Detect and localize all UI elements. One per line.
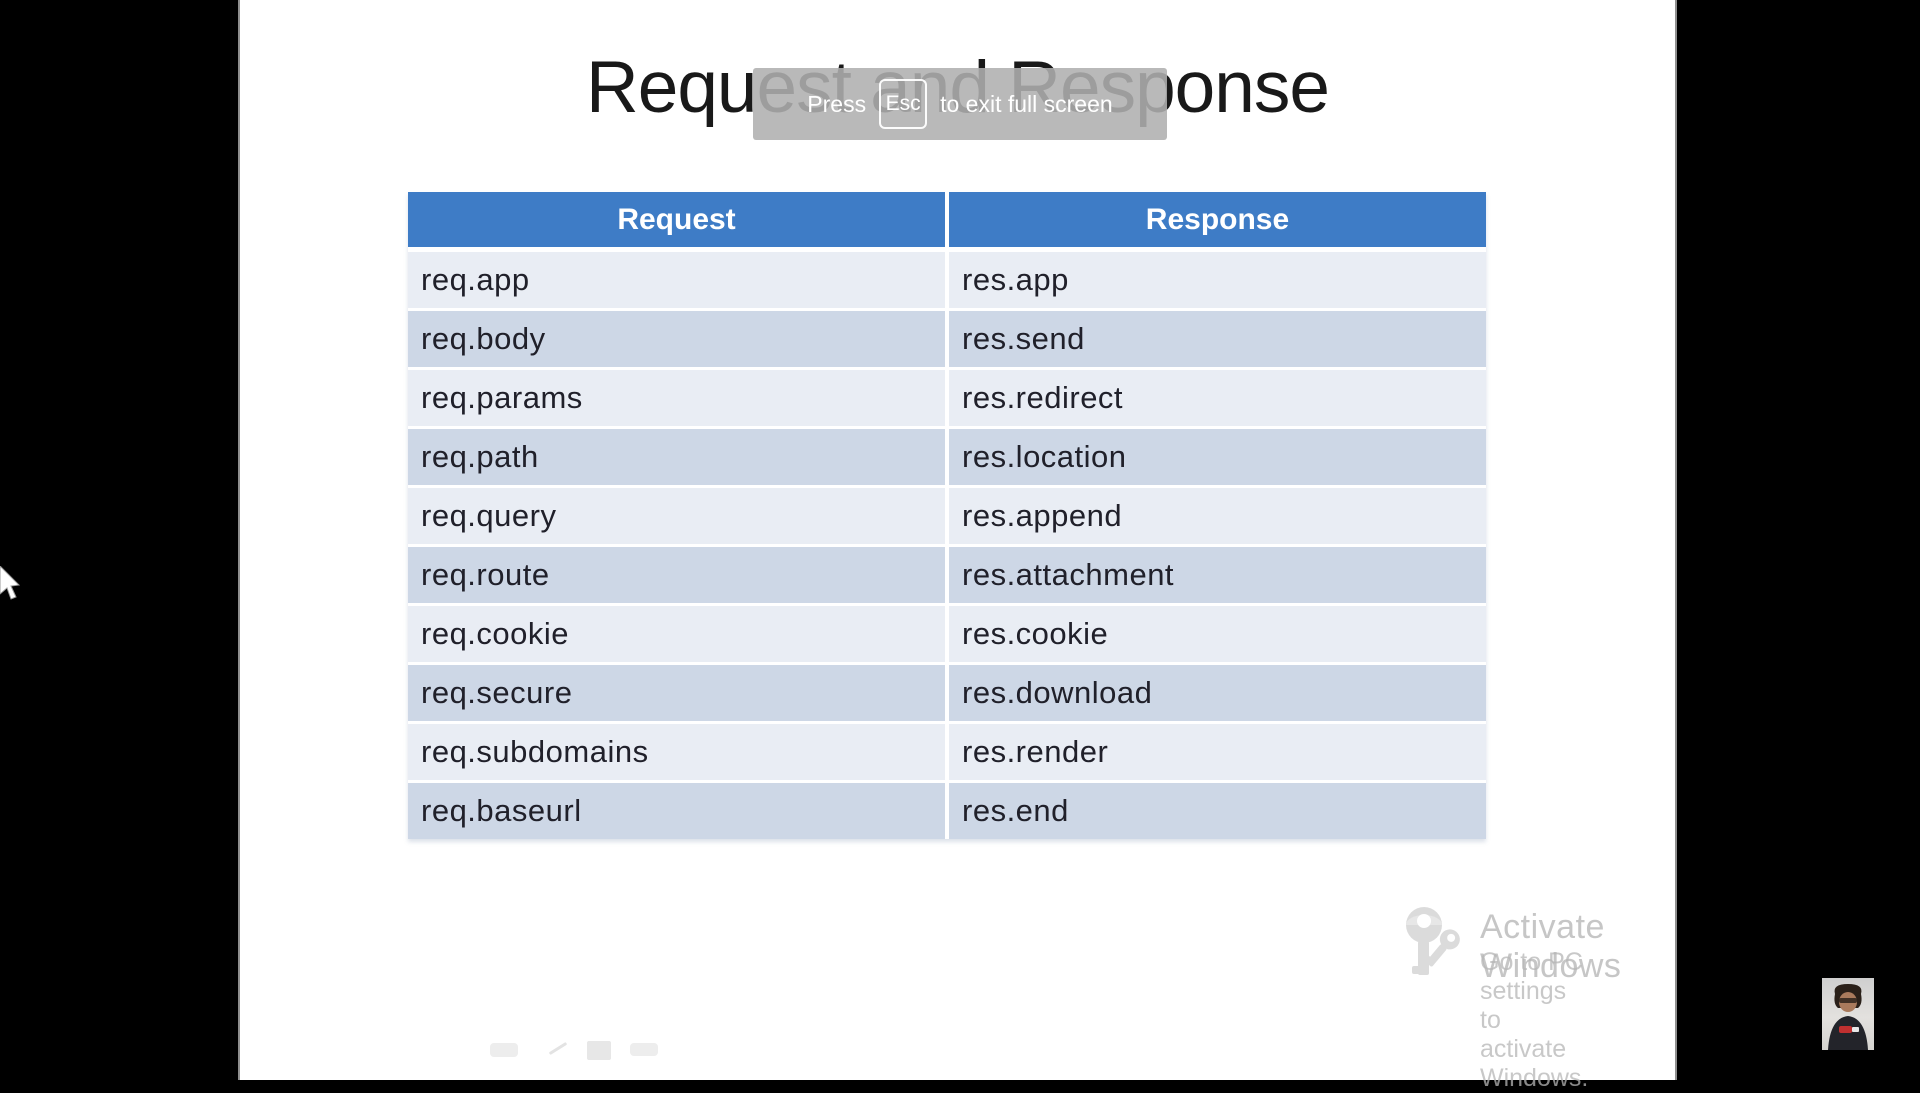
table-cell-request: req.path: [408, 429, 945, 485]
table-row: req.secure res.download: [408, 665, 1486, 721]
slide-nav-previous-icon[interactable]: [490, 1043, 518, 1057]
table-row: req.app res.app: [408, 252, 1486, 308]
presenter-webcam-thumbnail: [1828, 984, 1868, 1050]
table-cell-request: req.subdomains: [408, 724, 945, 780]
fullscreen-exit-toast: Press Esc to exit full screen: [753, 68, 1167, 140]
table-header-row: Request Response: [408, 192, 1486, 247]
table-row: req.path res.location: [408, 429, 1486, 485]
slide-nav-next-icon[interactable]: [630, 1043, 658, 1056]
table-row: req.cookie res.cookie: [408, 606, 1486, 662]
table-cell-response: res.attachment: [949, 547, 1486, 603]
mouse-cursor-icon: [0, 566, 21, 600]
table-cell-request: req.params: [408, 370, 945, 426]
table-cell-request: req.baseurl: [408, 783, 945, 839]
table-cell-response: res.redirect: [949, 370, 1486, 426]
table-cell-request: req.body: [408, 311, 945, 367]
table-cell-request: req.secure: [408, 665, 945, 721]
table-cell-request: req.app: [408, 252, 945, 308]
slides-panel-icon[interactable]: [587, 1041, 611, 1060]
toast-text-suffix: to exit full screen: [940, 90, 1113, 117]
pen-tool-icon[interactable]: [546, 1040, 568, 1056]
webcam-overlay: [1822, 978, 1874, 1050]
table-cell-response: res.render: [949, 724, 1486, 780]
table-cell-response: res.append: [949, 488, 1486, 544]
table-cell-response: res.location: [949, 429, 1486, 485]
table-row: req.body res.send: [408, 311, 1486, 367]
table-row: req.subdomains res.render: [408, 724, 1486, 780]
table-row: req.baseurl res.end: [408, 783, 1486, 839]
table-row: req.params res.redirect: [408, 370, 1486, 426]
toast-text-prefix: Press: [807, 90, 867, 117]
table-cell-response: res.cookie: [949, 606, 1486, 662]
table-cell-response: res.download: [949, 665, 1486, 721]
esc-key: Esc: [879, 79, 928, 129]
table-row: req.route res.attachment: [408, 547, 1486, 603]
table-cell-response: res.app: [949, 252, 1486, 308]
table-cell-response: res.end: [949, 783, 1486, 839]
table-header-response: Response: [949, 192, 1486, 247]
table-row: req.query res.append: [408, 488, 1486, 544]
table-header-request: Request: [408, 192, 945, 247]
request-response-table: Request Response req.app res.app req.bod…: [408, 192, 1486, 839]
table-cell-response: res.send: [949, 311, 1486, 367]
table-cell-request: req.route: [408, 547, 945, 603]
table-cell-request: req.query: [408, 488, 945, 544]
table-cell-request: req.cookie: [408, 606, 945, 662]
